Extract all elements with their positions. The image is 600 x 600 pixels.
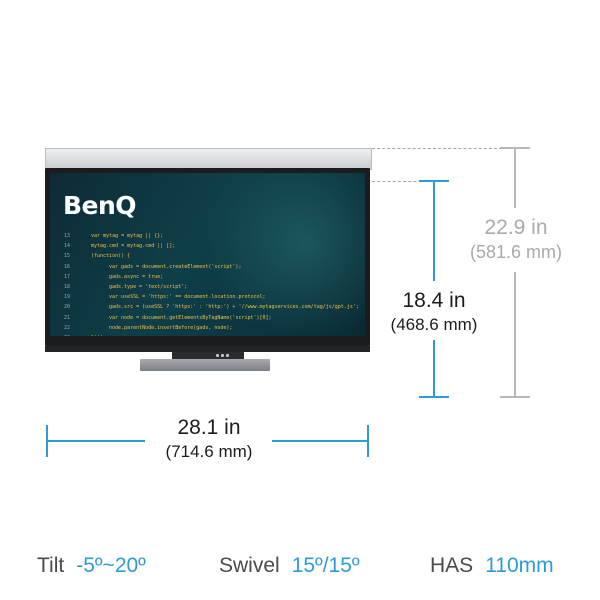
code-line-text: gads.src = (useSSL ? 'https:' : 'http:')…	[109, 304, 359, 311]
width-mm: (714.6 mm)	[165, 442, 253, 461]
code-line-text: node.parentNode.insertBefore(gads, node)…	[109, 324, 233, 331]
code-line: 18 gads.type = 'text/script';	[64, 282, 364, 292]
code-line: 16 var gads = document.createElement('scr…	[64, 262, 364, 272]
code-line-number: 15	[64, 253, 71, 260]
code-line: 17 gads.async = true;	[64, 272, 364, 282]
stand-base	[140, 359, 270, 371]
tilt-spec: Tilt -5º~20º	[37, 554, 146, 578]
swivel-label: Swivel	[219, 554, 280, 577]
screen-height-mm: (468.6 mm)	[390, 315, 478, 334]
code-line-text: var useSSL = 'https:' == document.locati…	[109, 294, 266, 301]
code-snippet: 13 var mytag = mytag || {}; 14 mytag.cmd = …	[64, 231, 364, 336]
code-line-number: 19	[64, 294, 71, 301]
code-line: 14 mytag.cmd = mytag.cmd || [];	[64, 241, 364, 251]
total-height-inches: 22.9 in	[484, 216, 548, 239]
screen-glow	[205, 173, 365, 336]
monitor-illustration: BenQ 13 var mytag = mytag || {}; 14 mytag.c…	[45, 148, 372, 372]
swivel-value: 15º/15º	[291, 554, 360, 577]
code-line-number: 21	[64, 314, 71, 321]
code-line-text: gads.type = 'text/script';	[109, 283, 188, 290]
code-line: 19 var useSSL = 'https:' == document.loca…	[64, 292, 364, 302]
tilt-label: Tilt	[37, 554, 65, 577]
screen-height-line-upper	[433, 181, 435, 281]
screen-height-inches: 18.4 in	[402, 289, 466, 312]
width-line-left	[47, 440, 145, 442]
code-line-text: var gads = document.createElement('scrip…	[109, 263, 242, 270]
screen-top-guide-line	[372, 181, 432, 182]
monitor-bezel: BenQ 13 var mytag = mytag || {}; 14 mytag.c…	[45, 168, 370, 346]
width-inches: 28.1 in	[177, 416, 241, 439]
total-height-mm: (581.6 mm)	[469, 242, 563, 262]
monitor-chin	[45, 346, 370, 352]
code-line-number: 23	[64, 333, 78, 336]
code-line: 20 gads.src = (useSSL ? 'https:' : 'http:…	[64, 302, 364, 312]
code-line: 13 var mytag = mytag || {};	[64, 231, 364, 241]
screen-height-bottom-tick	[419, 396, 449, 398]
code-line-number: 13	[64, 233, 71, 239]
code-line-text: mytag.cmd = mytag.cmd || [];	[91, 243, 176, 250]
control-buttons	[216, 354, 236, 357]
code-line-number: 18	[64, 283, 71, 290]
code-line-number: 16	[64, 263, 71, 270]
top-guide-line	[372, 148, 502, 149]
brand-logo: BenQ	[63, 191, 137, 220]
width-line-right	[272, 440, 368, 442]
tilt-value: -5º~20º	[76, 554, 146, 577]
width-right-tick	[367, 425, 369, 457]
width-label: 28.1 in (714.6 mm)	[146, 416, 272, 462]
has-spec: HAS 110mm	[430, 554, 554, 578]
stand-neck	[172, 352, 244, 359]
code-line-number: 22	[64, 324, 71, 331]
screen-height-label: 18.4 in (468.6 mm)	[374, 289, 494, 335]
code-line: 22 node.parentNode.insertBefore(gads, nod…	[64, 323, 364, 333]
code-line-text: (function() {	[91, 253, 131, 260]
shading-hood	[45, 148, 372, 170]
monitor-screen: BenQ 13 var mytag = mytag || {}; 14 mytag.c…	[50, 173, 365, 336]
code-line-text: var mytag = mytag || {};	[91, 233, 164, 239]
code-line: 23 })();	[64, 333, 364, 336]
total-height-line-upper	[514, 148, 516, 208]
code-line-number: 17	[64, 273, 71, 280]
code-line: 15 (function() {	[64, 251, 364, 261]
total-height-bottom-tick	[500, 396, 530, 398]
has-value: 110mm	[485, 554, 554, 577]
total-height-label: 22.9 in (581.6 mm)	[458, 216, 574, 263]
code-line: 21 var node = document.getElementsByTagNa…	[64, 313, 364, 323]
code-line-text: })();	[91, 333, 106, 336]
code-line-text: gads.async = true;	[109, 273, 164, 280]
screen-height-line-lower	[433, 340, 435, 397]
code-line-number: 14	[64, 243, 71, 250]
code-line-number: 20	[64, 304, 71, 311]
has-label: HAS	[430, 554, 474, 577]
total-height-line-lower	[514, 272, 516, 397]
code-line-text: var node = document.getElementsByTagName…	[109, 314, 272, 321]
swivel-spec: Swivel 15º/15º	[219, 554, 360, 578]
